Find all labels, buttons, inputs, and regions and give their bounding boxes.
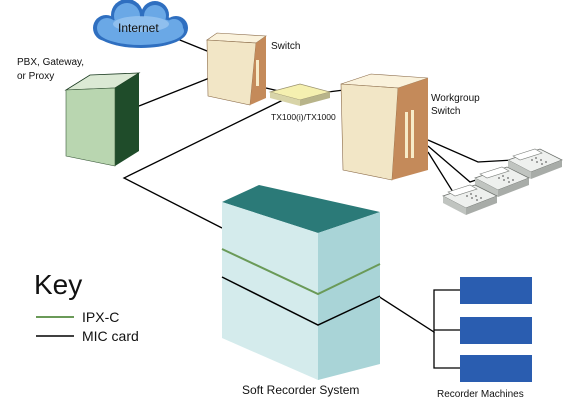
internet-label: Internet [118,21,159,35]
ip-phone-3 [507,148,563,179]
line-workgroup-phone-1 [427,139,514,163]
ip-phone-2 [474,166,530,197]
workgroup-label-line1: Workgroup [431,93,480,104]
workgroup-switch-box [340,73,429,181]
soft-recorder-system-box [221,185,381,380]
pbx-label-line1: PBX, Gateway, [17,57,85,68]
line-tx-recorder [122,99,284,229]
recorder-machines [460,277,532,382]
mic-card-line [221,276,381,326]
line-pbx-switch [138,76,213,107]
switch-box [206,32,267,106]
tx-device-icon [268,83,332,106]
recorder-machine-1 [460,277,532,304]
pbx-gateway-box [64,72,141,167]
switch-label: Switch [271,41,301,52]
soft-recorder-label: Soft Recorder System [242,383,360,397]
line-machines-bus-bottom [433,332,460,369]
key-title: Key [34,269,83,300]
line-workgroup-phone-2 [427,145,477,183]
workgroup-label-line2: Switch [431,106,461,117]
pbx-label-line2: or Proxy [17,71,55,82]
ipx-c-line [221,248,381,296]
recorder-machine-2 [460,317,532,344]
key-ipx-c-label: IPX-C [82,309,120,325]
connection-lines [122,33,514,369]
ip-phone-1 [442,184,498,215]
tx-label: TX100(i)/TX1000 [271,112,336,122]
internet-cloud-icon [93,0,188,48]
line-recorder-machines [377,289,460,334]
key-mic-card-label: MIC card [82,328,139,344]
recorder-machine-3 [460,355,532,382]
recorder-machines-label: Recorder Machines [437,389,524,400]
